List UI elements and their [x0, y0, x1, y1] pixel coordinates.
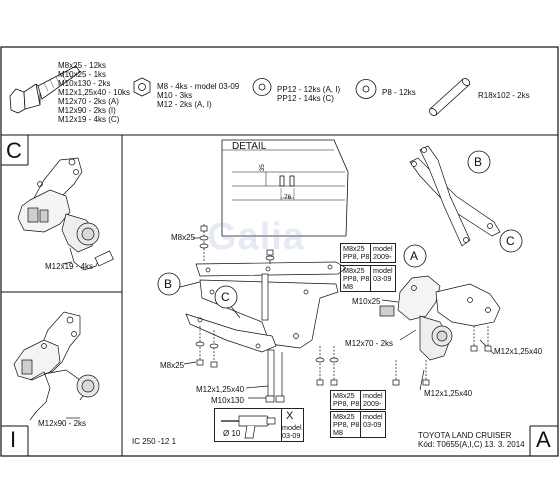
bolt-spec: M10x130 - 2ks: [58, 79, 111, 88]
callout-a-right-letter: A: [410, 249, 419, 263]
callout-b-right-letter: B: [474, 155, 483, 169]
callout-b-left: [157, 272, 181, 296]
tube-icon: [428, 78, 471, 116]
model-table-years: model 2009-: [373, 244, 393, 262]
detail-dim-76: 76: [284, 194, 292, 201]
m12-right-bottom-label: M12x1,25x40: [424, 389, 473, 398]
i-bolt-label: M12x90 - 2ks: [38, 419, 87, 428]
tube-spec: R18x102 - 2ks: [478, 91, 530, 100]
washer-p8-icon: [355, 79, 377, 99]
drill-model: model 03-09: [282, 423, 302, 441]
section-letter-i: I: [10, 427, 17, 452]
bolt-spec: M12x90 - 2ks (I): [58, 106, 116, 115]
washer-spec: PP12 - 14ks (C): [277, 94, 334, 103]
nut-spec: M8 - 4ks - model 03-09: [157, 82, 240, 91]
model-table-fasteners: M8x25 PP8, P8: [343, 244, 370, 262]
bolt-spec: M10x25 - 1ks: [58, 70, 107, 79]
washer-spec: PP12 - 12ks (A, I): [277, 85, 341, 94]
model-table-years: model 2009-: [363, 391, 383, 409]
model-table-fasteners: M8x25 PP8, P8: [333, 391, 360, 409]
washer-p8-spec: P8 - 12ks: [382, 88, 416, 97]
galia-watermark: Galia: [207, 216, 305, 258]
nut-spec-list: M8 - 4ks - model 03-09 M10 - 3ks M12 - 2…: [157, 82, 239, 109]
c-bolt-label: M12x19 - 4ks: [45, 262, 94, 271]
callout-b-left-letter: B: [164, 277, 173, 291]
nut-spec: M12 - 2ks (A, I): [157, 100, 212, 109]
bolt-spec: M12x19 - 4ks (C): [58, 115, 120, 124]
bolt-spec: M12x70 - 2ks (A): [58, 97, 119, 106]
m10x25-label: M10x25: [352, 297, 381, 306]
model-table-2009-upper: M8x25 PP8, P8 model 2009-: [340, 243, 396, 263]
vehicle-title: TOYOTA LAND CRUISER: [418, 431, 512, 440]
callout-c-right-letter: C: [506, 234, 515, 248]
washer-spec-list: PP12 - 12ks (A, I) PP12 - 14ks (C): [277, 85, 340, 103]
model-table-fasteners: M8x25 PP8, P8, M8: [343, 266, 372, 292]
m12-left-label: M12x1,25x40: [196, 385, 245, 394]
m12-right-top-label: M12x1,25x40: [494, 347, 543, 356]
callout-b-right: [467, 150, 491, 174]
bolt-icon: [9, 65, 81, 114]
drill-instruction-box: Ø 10 X model 03-09: [214, 408, 304, 442]
detail-title: DETAIL: [232, 141, 267, 152]
model-table-03-09-lower: M8x25 PP8, P8, M8 model 03-09: [330, 411, 386, 438]
m8x25-bottom-label: M8x25: [160, 361, 185, 370]
section-letter-a: A: [536, 427, 551, 452]
callout-a-right: [403, 244, 427, 268]
bolt-spec: M12x1,25x40 - 10ks: [58, 88, 131, 97]
washer-icon: [252, 78, 272, 96]
m8x25-top-label: M8x25: [171, 233, 196, 242]
model-table-03-09-upper: M8x25 PP8, P8, M8 model 03-09: [340, 265, 396, 292]
model-table-years: model 03-09: [363, 412, 383, 430]
model-table-fasteners: M8x25 PP8, P8, M8: [333, 412, 362, 438]
callout-c-right: [499, 229, 523, 253]
drill-icon: [221, 415, 276, 439]
m10x130-label: M10x130: [211, 396, 244, 405]
nut-spec: M10 - 3ks: [157, 91, 193, 100]
model-table-years: model 03-09: [373, 266, 393, 284]
m12x70-label: M12x70 - 2ks: [345, 339, 394, 348]
model-table-2009-lower: M8x25 PP8, P8 model 2009-: [330, 390, 386, 410]
drawing-code: IC 250 -12 1: [132, 437, 177, 446]
bolt-spec-list: M8x25 - 12ks M10x25 - 1ks M10x130 - 2ks …: [58, 61, 130, 124]
nut-icon: [133, 77, 151, 97]
callout-c-left: [214, 285, 238, 309]
drill-diameter: Ø 10: [223, 429, 241, 438]
section-letter-c: C: [6, 138, 22, 163]
callout-c-left-letter: C: [221, 290, 230, 304]
bolt-spec: M8x25 - 12ks: [58, 61, 107, 70]
drill-x-mark: X: [286, 410, 294, 422]
drawing-kod: Kód: T0655(A,I,C) 13. 3. 2014: [418, 440, 525, 449]
